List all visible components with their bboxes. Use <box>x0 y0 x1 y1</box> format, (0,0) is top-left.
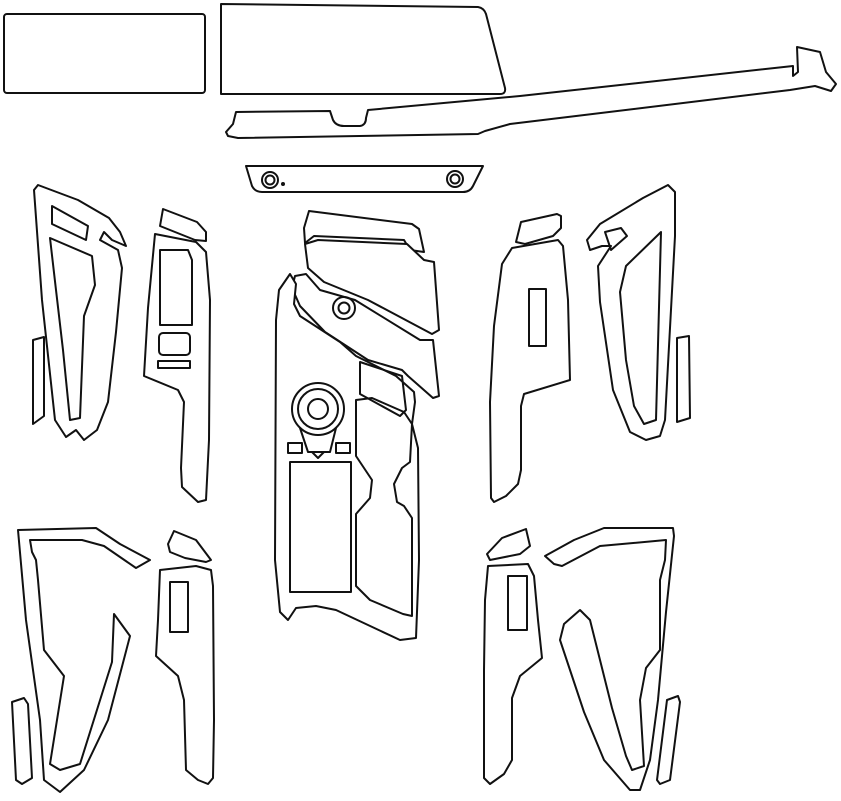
right-rear-small-strip <box>656 695 681 785</box>
right-rear-door-trim <box>544 527 675 791</box>
right-rear-window-switch-panel <box>483 528 543 785</box>
dashboard-vent-strip <box>245 165 484 193</box>
left-rear-door-trim <box>17 527 151 793</box>
left-rear-small-strip <box>11 697 33 785</box>
left-front-window-switch-panel <box>143 208 211 503</box>
left-front-door-trim <box>33 184 127 441</box>
center-console-trim <box>274 210 440 641</box>
infotainment-screen-panel <box>3 13 206 94</box>
right-front-door-trim <box>586 184 676 441</box>
right-front-small-strip <box>676 335 691 423</box>
instrument-cluster-panel <box>220 3 507 95</box>
dashboard-trim-strip <box>225 46 837 139</box>
right-front-window-switch-panel <box>489 213 571 503</box>
left-rear-window-switch-panel <box>155 530 215 785</box>
left-front-small-strip <box>32 336 45 425</box>
